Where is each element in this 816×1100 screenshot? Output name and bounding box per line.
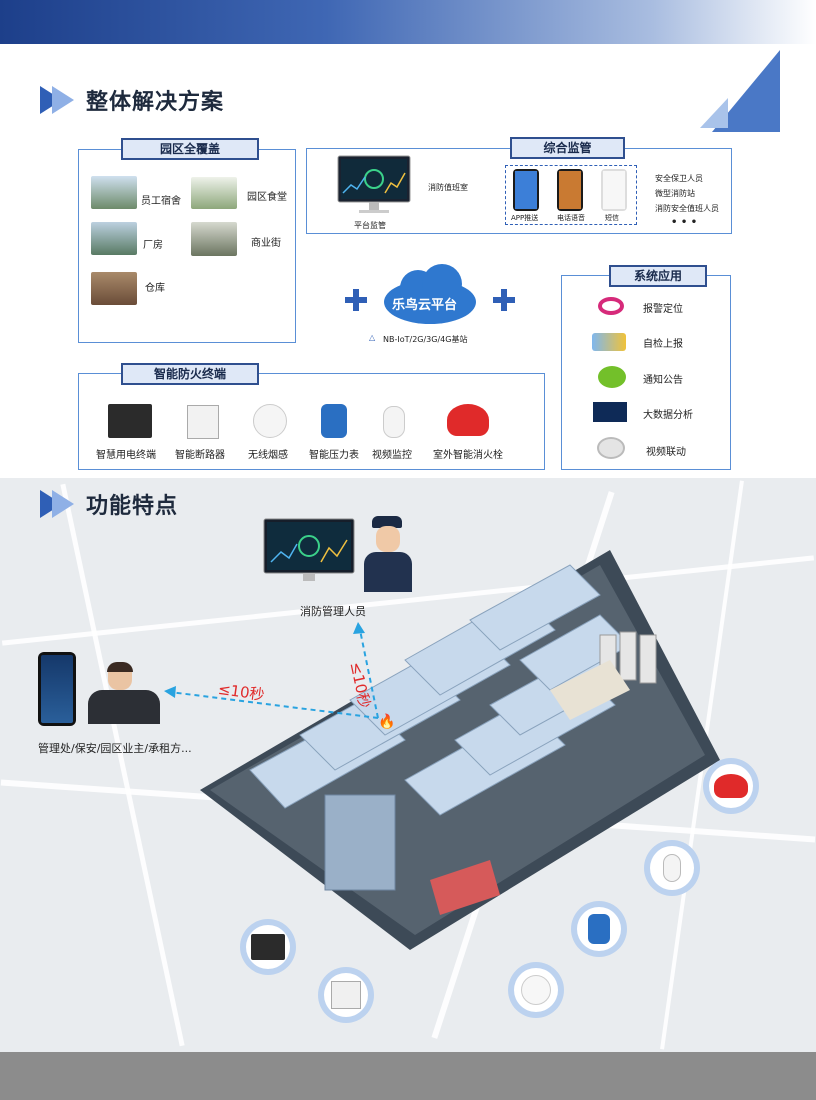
dormitory-photo: [91, 176, 137, 209]
section-heading-solution: 整体解决方案: [40, 84, 224, 116]
fire-hydrant-icon: [447, 404, 489, 436]
decor-triangle-small: [700, 98, 728, 128]
monitoring-title: 综合监管: [510, 137, 625, 159]
camera-icon: [663, 854, 681, 882]
arrow-icon: [40, 490, 76, 518]
terminal-item-breaker: 智能断路器: [175, 450, 225, 461]
campus-coverage-title: 园区全覆盖: [121, 138, 259, 160]
app-phone-icon: [513, 169, 539, 211]
cloud-name: 乐鸟云平台: [392, 298, 458, 313]
sms-phone-icon: [601, 169, 627, 211]
self-check-icon: [592, 333, 626, 351]
role-security: 安全保卫人员: [655, 174, 703, 183]
recipients-label: 管理处/保安/园区业主/承租方...: [38, 742, 192, 755]
app-item-bigdata: 大数据分析: [643, 410, 693, 421]
manager-monitor-icon: [263, 518, 355, 581]
factory-aerial-image: 🔥: [200, 550, 720, 950]
businessman-avatar: [80, 662, 164, 726]
cloud-icon: [384, 264, 476, 324]
video-camera-icon: [597, 437, 625, 459]
plus-icon-left: [345, 289, 367, 311]
terminals-title: 智能防火终端: [121, 363, 259, 385]
hydrant-circle: [703, 758, 759, 814]
role-fire-station: 微型消防站: [655, 189, 695, 198]
campus-item-street: 商业街: [251, 238, 281, 249]
power-terminal-icon: [251, 934, 285, 960]
top-banner: [0, 0, 816, 44]
phone-label-call: 电话语音: [557, 214, 585, 222]
section-title: 功能特点: [86, 493, 179, 519]
terminal-item-video: 视频监控: [372, 450, 412, 461]
terminal-item-smoke: 无线烟感: [248, 450, 288, 461]
big-data-icon: [593, 402, 627, 422]
notice-icon: [598, 366, 626, 388]
antenna-icon: △: [369, 333, 376, 342]
more-dots: • • •: [671, 217, 698, 228]
manager-label: 消防管理人员: [300, 605, 366, 618]
system-apps-title: 系统应用: [609, 265, 707, 287]
campus-item-factory: 厂房: [143, 240, 163, 251]
terminal-item-hydrant: 室外智能消火栓: [433, 450, 503, 461]
video-monitor-icon: [383, 406, 405, 438]
network-label: NB-IoT/2G/3G/4G基站: [383, 335, 468, 344]
arrow-icon: [40, 86, 76, 114]
phone-label-app: APP推送: [511, 214, 539, 222]
campus-item-dorm: 员工宿舍: [141, 196, 181, 207]
app-item-selfcheck: 自检上报: [643, 339, 683, 350]
breaker-icon: [331, 981, 361, 1009]
pressure-icon: [588, 914, 610, 944]
smoke-circle: [508, 962, 564, 1018]
smart-breaker-icon: [187, 405, 219, 439]
pressure-circle: [571, 901, 627, 957]
campus-item-warehouse: 仓库: [145, 283, 165, 294]
call-phone-icon: [557, 169, 583, 211]
camera-circle: [644, 840, 700, 896]
warehouse-photo: [91, 272, 137, 305]
hydrant-icon: [714, 774, 748, 798]
duty-room-label: 消防值班室: [428, 183, 468, 192]
section-title: 整体解决方案: [86, 89, 225, 115]
security-officer-avatar: [360, 516, 416, 592]
phone-label-sms: 短信: [605, 214, 619, 222]
terminals-box: [78, 373, 545, 470]
monitor-icon: [337, 155, 411, 213]
terminal-item-pressure: 智能压力表: [309, 450, 359, 461]
alarm-location-icon: [598, 297, 624, 315]
smart-power-terminal-icon: [108, 404, 152, 438]
breaker-circle: [318, 967, 374, 1023]
signal-arrows: [164, 622, 379, 719]
factory-photo: [91, 222, 137, 255]
app-item-video: 视频联动: [646, 447, 686, 458]
platform-label: 平台监管: [354, 221, 386, 230]
campus-item-canteen: 园区食堂: [247, 192, 287, 203]
role-duty: 消防安全值班人员: [655, 204, 719, 213]
footer-bar: [0, 1052, 816, 1100]
smartphone-icon: [38, 652, 76, 726]
svg-text:🔥: 🔥: [378, 713, 395, 730]
smoke-icon: [521, 975, 551, 1005]
app-item-notice: 通知公告: [643, 375, 683, 386]
power-terminal-circle: [240, 919, 296, 975]
plus-icon-right: [493, 289, 515, 311]
section-heading-features: 功能特点: [40, 488, 178, 520]
street-photo: [191, 222, 237, 256]
app-item-alarm: 报警定位: [643, 304, 683, 315]
canteen-photo: [191, 177, 237, 209]
smoke-detector-icon: [253, 404, 287, 438]
terminal-item-power: 智慧用电终端: [96, 450, 156, 461]
pressure-gauge-icon: [321, 404, 347, 438]
notification-group: [505, 165, 637, 225]
